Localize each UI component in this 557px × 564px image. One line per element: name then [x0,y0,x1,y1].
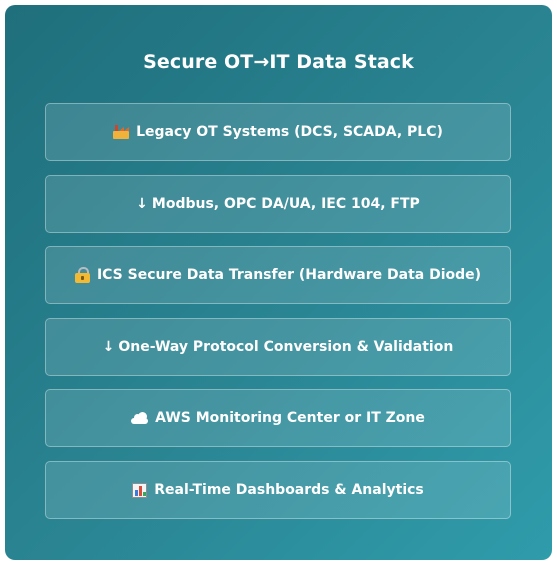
diagram-card: Secure OT→IT Data Stack Legacy OT System… [5,5,552,560]
diagram-title: Secure OT→IT Data Stack [143,51,414,73]
layer-ot-protocols: ↓ Modbus, OPC DA/UA, IEC 104, FTP [45,175,511,233]
factory-icon [113,125,130,139]
layer-label: ICS Secure Data Transfer (Hardware Data … [96,267,482,283]
down-arrow-icon: ↓ [136,196,148,212]
bar-chart-icon [132,482,148,498]
layer-protocol-conversion: ↓ One-Way Protocol Conversion & Validati… [45,318,511,376]
layer-dashboards: Real-Time Dashboards & Analytics [45,461,511,519]
lock-icon [74,267,90,283]
layer-secure-data-transfer: ICS Secure Data Transfer (Hardware Data … [45,246,511,304]
down-arrow-icon: ↓ [102,339,115,355]
layer-legacy-ot-systems: Legacy OT Systems (DCS, SCADA, PLC) [45,103,511,161]
layer-label: Legacy OT Systems (DCS, SCADA, PLC) [136,124,443,140]
layer-label: Real-Time Dashboards & Analytics [154,482,424,498]
layer-label: AWS Monitoring Center or IT Zone [155,410,425,426]
cloud-icon [131,411,149,424]
layer-aws-monitoring: AWS Monitoring Center or IT Zone [45,389,511,447]
layer-label: One-Way Protocol Conversion & Validation [118,339,454,355]
layer-label: Modbus, OPC DA/UA, IEC 104, FTP [151,196,420,212]
